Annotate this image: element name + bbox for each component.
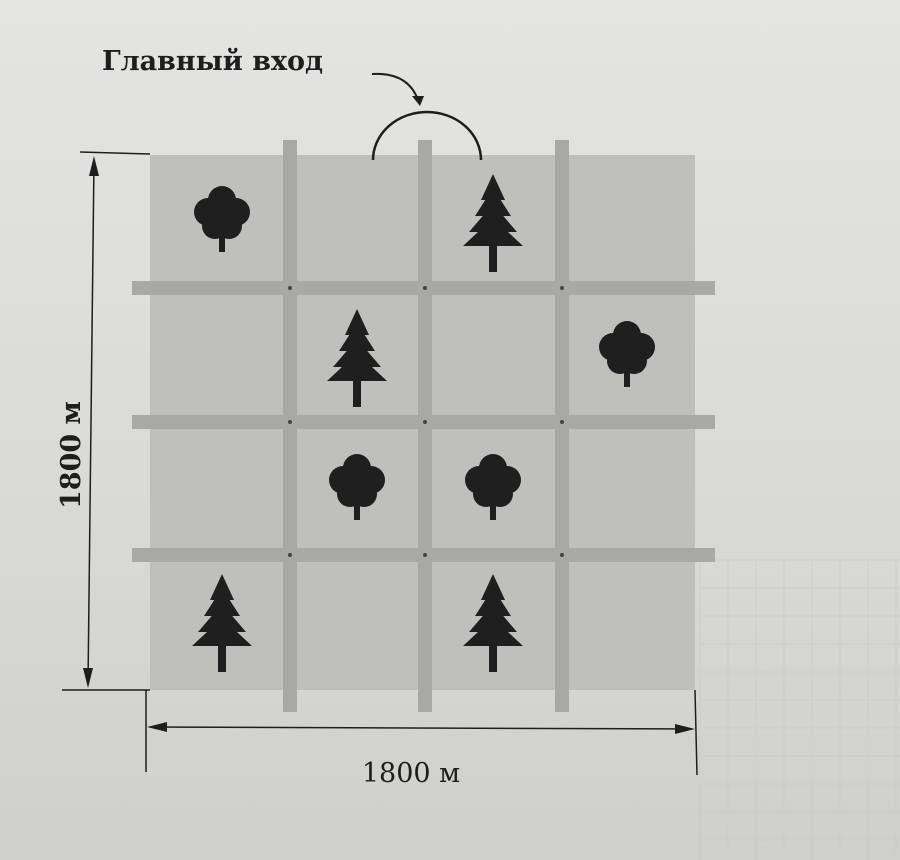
main-entrance-arc (371, 110, 483, 161)
conifer-tree-icon (463, 574, 523, 672)
height-label: 1800 м (56, 401, 87, 509)
path-vertical-1 (283, 140, 297, 712)
deciduous-tree-icon (329, 454, 385, 520)
deciduous-tree-icon (599, 321, 655, 387)
height-arrow-top (89, 156, 99, 176)
width-dimension-line (149, 726, 693, 730)
deciduous-tree-icon (194, 186, 250, 252)
path-junction (288, 286, 292, 290)
entrance-label: Главный вход (102, 46, 323, 77)
path-vertical-2 (418, 140, 432, 712)
trees-layer (192, 174, 655, 672)
path-junction (560, 286, 564, 290)
paths-layer (132, 140, 715, 712)
entrance-arrow (371, 72, 419, 101)
entrance-arrow-head (412, 96, 424, 106)
path-vertical-3 (555, 140, 569, 712)
path-junction (288, 553, 292, 557)
path-junction (560, 553, 564, 557)
width-label: 1800 м (362, 758, 460, 789)
width-ext-right (694, 689, 698, 776)
width-arrow-right (675, 724, 695, 734)
height-arrow-bottom (83, 668, 93, 688)
notebook-grid (699, 559, 900, 860)
path-junction (423, 420, 427, 424)
height-dimension-line (87, 159, 95, 685)
path-junction (423, 286, 427, 290)
conifer-tree-icon (327, 309, 387, 407)
height-ext-top (79, 151, 151, 155)
path-junction (560, 420, 564, 424)
path-junction (423, 553, 427, 557)
path-junction (288, 420, 292, 424)
conifer-tree-icon (192, 574, 252, 672)
deciduous-tree-icon (465, 454, 521, 520)
conifer-tree-icon (463, 174, 523, 272)
width-arrow-left (147, 722, 167, 732)
